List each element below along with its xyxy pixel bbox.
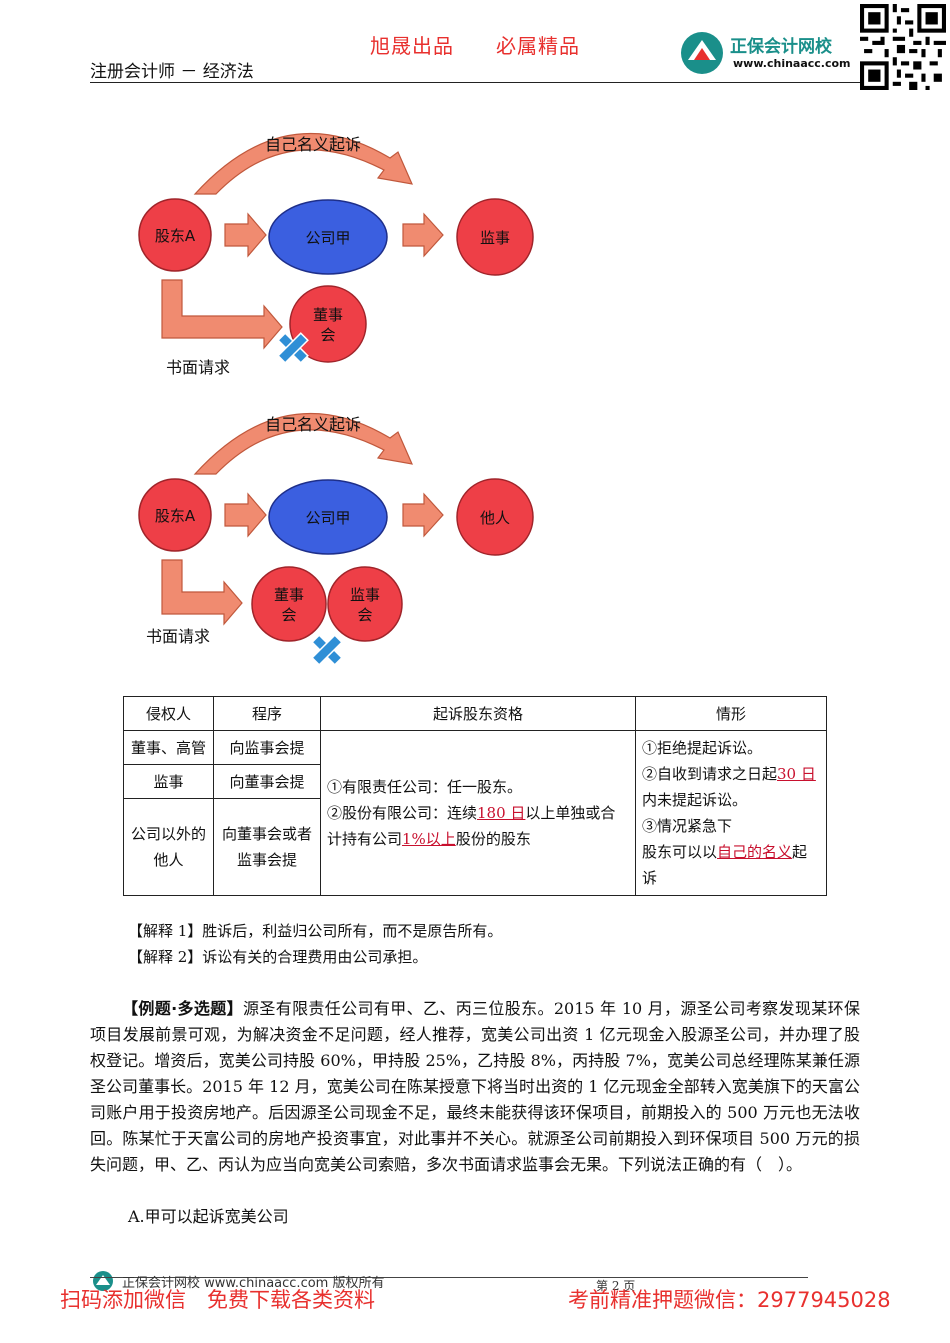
example-label: 【例题·多选题】 bbox=[122, 999, 243, 1018]
footer-logo-icon bbox=[93, 1271, 113, 1291]
promo-right: 考前精准押题微信：2977945028 bbox=[568, 1288, 891, 1312]
curved-arrow-icon bbox=[193, 412, 413, 475]
row3-procedure: 向董事会或者监事会提 bbox=[213, 798, 321, 896]
document-title: 注册会计师 － 经济法 bbox=[90, 62, 254, 82]
top-label: 自己名义起诉 bbox=[265, 415, 361, 434]
target-label: 监事 bbox=[480, 229, 510, 247]
shareholder-label: 股东A bbox=[155, 507, 196, 525]
qualification-cell: ①有限责任公司：任一股东。 ②股份有限公司：连续180 日以上单独或合计持有公司… bbox=[320, 730, 636, 896]
example-body: 源圣有限责任公司有甲、乙、丙三位股东。2015 年 10 月，源圣公司考察发现某… bbox=[90, 999, 860, 1174]
written-request-label: 书面请求 bbox=[146, 627, 210, 646]
written-request-label: 书面请求 bbox=[166, 358, 230, 377]
target-circle bbox=[456, 198, 534, 276]
logo-name: 正保会计网校 bbox=[730, 37, 832, 57]
header-slogan: 旭晟出品 必属精品 bbox=[370, 34, 580, 58]
row2-infringer: 监事 bbox=[123, 764, 214, 800]
target-label: 他人 bbox=[480, 509, 510, 527]
days-30: 30 日 bbox=[777, 765, 816, 783]
one-percent: 1%以上 bbox=[402, 830, 456, 848]
arrow-right-icon bbox=[402, 492, 444, 538]
note-1: 【解释 1】胜诉后，利益归公司所有，而不是原告所有。 bbox=[128, 922, 503, 940]
qualification-jsc: ②股份有限公司：连续180 日以上单独或合计持有公司1%以上股份的股东 bbox=[327, 804, 616, 848]
company-ellipse bbox=[268, 199, 388, 275]
derivative-suit-table: 侵权人 程序 起诉股东资格 情形 董事、高管 向监事会提 ①有限责任公司：任一股… bbox=[123, 696, 827, 896]
example-question: 【例题·多选题】源圣有限责任公司有甲、乙、丙三位股东。2015 年 10 月，源… bbox=[90, 996, 860, 1178]
option-a[interactable]: A.甲可以起诉宽美公司 bbox=[128, 1207, 289, 1226]
elbow-arrow-icon bbox=[161, 559, 243, 626]
target-circle bbox=[456, 478, 534, 556]
footer-copyright: 正保会计网校 www.chinaacc.com 版权所有 bbox=[122, 1276, 385, 1291]
situation-cell: ①拒绝提起诉讼。 ②自收到请求之日起30 日内未提起诉讼。 ③情况紧急下 股东可… bbox=[635, 730, 827, 896]
board-label: 董事会 bbox=[274, 586, 304, 624]
header-situation: 情形 bbox=[635, 696, 827, 731]
header-qualification: 起诉股东资格 bbox=[320, 696, 636, 731]
chinaacc-logo-icon bbox=[681, 32, 723, 74]
cross-icon bbox=[277, 332, 309, 364]
row2-procedure: 向董事会提 bbox=[213, 764, 321, 800]
shareholder-circle bbox=[138, 198, 212, 272]
logo-url: www.chinaacc.com bbox=[733, 57, 851, 70]
cross-icon bbox=[311, 634, 343, 666]
qualification-llc: ①有限责任公司：任一股东。 bbox=[327, 778, 523, 796]
company-ellipse bbox=[268, 479, 388, 555]
days-180: 180 日 bbox=[477, 804, 526, 822]
header-divider bbox=[90, 82, 860, 83]
diagram-derivative-suit-third-party: 自己名义起诉 股东A 公司甲 他人 董事会 监事会 书面请求 bbox=[138, 412, 534, 666]
arrow-right-icon bbox=[224, 212, 267, 258]
company-label: 公司甲 bbox=[305, 509, 350, 527]
supervisors-circle bbox=[327, 566, 403, 642]
row3-infringer: 公司以外的他人 bbox=[123, 798, 214, 896]
shareholder-label: 股东A bbox=[155, 227, 196, 245]
board-circle bbox=[289, 285, 367, 363]
arrow-right-icon bbox=[402, 212, 444, 258]
arrow-right-icon bbox=[224, 492, 267, 538]
header-infringer: 侵权人 bbox=[123, 696, 214, 731]
footer-divider bbox=[90, 1277, 808, 1278]
company-label: 公司甲 bbox=[305, 229, 350, 247]
note-2: 【解释 2】诉讼有关的合理费用由公司承担。 bbox=[128, 948, 428, 966]
shareholder-circle bbox=[138, 478, 212, 552]
supervisors-label: 监事会 bbox=[350, 586, 380, 624]
diagram-derivative-suit-supervisor: 自己名义起诉 股东A 公司甲 监事 董事会 书面请求 bbox=[138, 132, 534, 377]
board-label: 董事会 bbox=[313, 306, 343, 344]
board-circle bbox=[251, 566, 327, 642]
page-number: 第 2 页 bbox=[596, 1279, 636, 1293]
promo-left: 扫码添加微信 免费下载各类资料 bbox=[60, 1288, 375, 1312]
elbow-arrow-icon bbox=[161, 279, 283, 350]
own-name: 自己的名义 bbox=[717, 843, 793, 861]
row1-infringer: 董事、高管 bbox=[123, 729, 214, 766]
row1-procedure: 向监事会提 bbox=[213, 729, 321, 766]
header-procedure: 程序 bbox=[213, 696, 321, 731]
qr-code-icon bbox=[860, 4, 946, 90]
curved-arrow-icon bbox=[193, 132, 413, 195]
top-label: 自己名义起诉 bbox=[265, 135, 361, 154]
